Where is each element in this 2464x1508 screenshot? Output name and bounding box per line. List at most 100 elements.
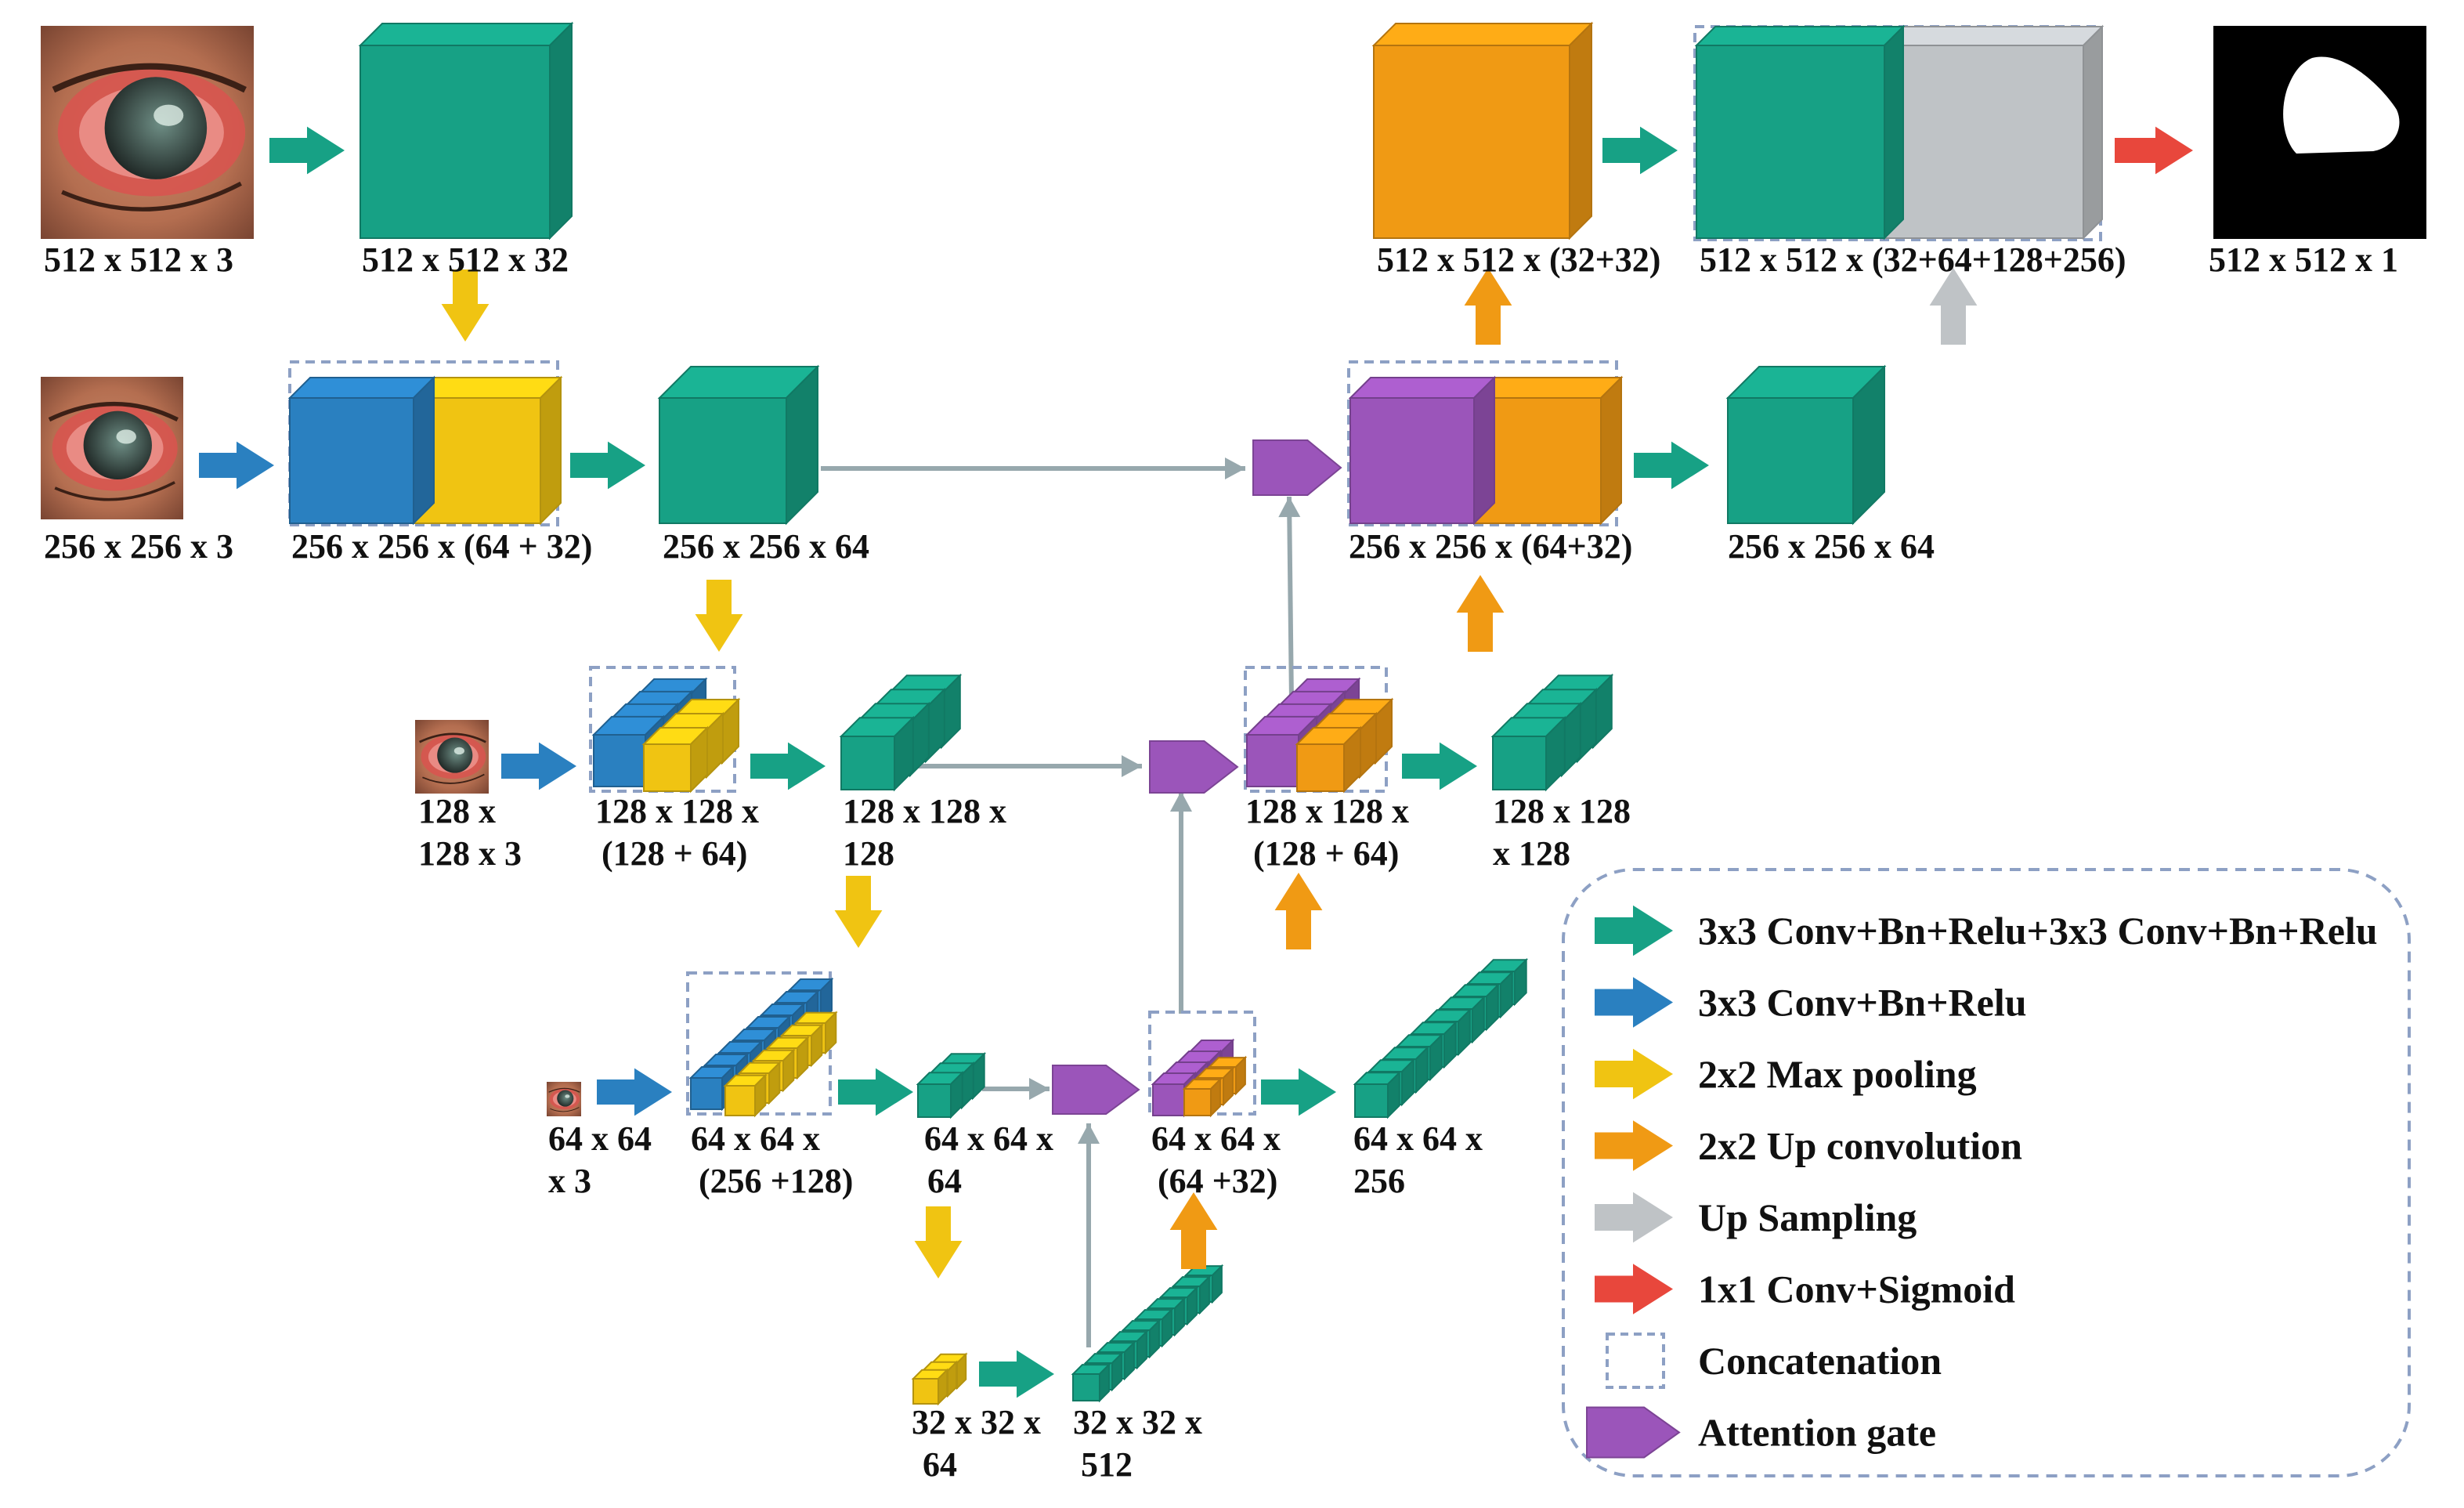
label-concat-64-line2: (256 +128)	[699, 1162, 853, 1200]
legend-row: 3x3 Conv+Bn+Relu+3x3 Conv+Bn+Relu	[1595, 905, 2378, 957]
decoder-256-out-block	[1725, 364, 1887, 526]
legend-row: Up Sampling	[1595, 1192, 1917, 1243]
concat-256-yellow-side	[540, 375, 562, 526]
attention-gate-64	[1052, 1065, 1140, 1115]
conv-arrow-256-a	[199, 441, 274, 490]
deep-supervision-gray-side	[2083, 24, 2103, 240]
operation-arrows	[199, 126, 2193, 1398]
conv-arrow-bottleneck	[979, 1350, 1054, 1398]
legend-border	[1562, 868, 2411, 1477]
encoder-64-block	[916, 1051, 987, 1119]
decoder-256-purple	[1348, 375, 1497, 526]
decoder-64-orange-unit	[1182, 1077, 1223, 1118]
encoder-256-block	[657, 364, 820, 526]
legend-row: Concatenation	[1606, 1333, 1942, 1389]
gate-signal-128-head	[1278, 497, 1301, 518]
decoder-256-orange-top	[1472, 377, 1624, 399]
concat-64-blue-unit-front	[690, 1077, 723, 1110]
label-encoder-128-line2: 128	[843, 834, 894, 873]
conv-arrow-64-a	[597, 1068, 672, 1116]
bottleneck-out-block-unit-front	[1072, 1373, 1100, 1401]
deep-supervision-teal-side	[1884, 24, 1904, 240]
decoder-128-out-block-unit-front	[1492, 736, 1547, 790]
legend: 3x3 Conv+Bn+Relu+3x3 Conv+Bn+Relu 3x3 Con…	[1562, 868, 2411, 1477]
conv-arrow-512	[269, 126, 345, 175]
bottleneck-out-block	[1071, 1264, 1224, 1403]
encoder-512-block-side	[549, 21, 573, 240]
decoder-256-orange	[1472, 375, 1624, 526]
red-arrow-icon	[1595, 1264, 1673, 1315]
conv-arrow-128-b	[750, 742, 826, 790]
legend-label: Attention gate	[1698, 1411, 1936, 1455]
decoder-64-purple-unit-front	[1152, 1083, 1185, 1116]
decoder-512-block-front	[1373, 45, 1570, 239]
label-output: 512 x 512 x 1	[2209, 240, 2398, 279]
encoder-512-block	[358, 21, 574, 240]
concat-128-blue-unit-front	[593, 734, 646, 787]
label-encoder-512: 512 x 512 x 32	[362, 240, 569, 279]
conv-arrow-64-b	[838, 1068, 913, 1116]
legend-label: 3x3 Conv+Bn+Relu	[1698, 981, 2027, 1025]
legend-label: 1x1 Conv+Sigmoid	[1698, 1268, 2015, 1311]
input-image-128	[415, 720, 489, 794]
label-deep-supervision-concat: 512 x 512 x (32+64+128+256)	[1700, 240, 2126, 279]
decoder-64-out-block	[1353, 957, 1529, 1119]
encoder-128-block-unit	[839, 715, 916, 792]
label-decoder-128-out-line2: x 128	[1493, 834, 1570, 873]
upconv-arrow-256	[1456, 575, 1505, 652]
conv-arrow-dec-128	[1402, 742, 1477, 790]
deep-supervision-gray	[1882, 24, 2105, 240]
concat-256-yellow	[411, 375, 563, 526]
concat-128-blue-unit	[591, 714, 666, 789]
gate-signal-bottleneck-head	[1078, 1123, 1100, 1144]
decoder-64-out-block-unit	[1353, 1070, 1402, 1119]
encoder-256-block-front	[659, 397, 787, 524]
label-decoder-64-line1: 64 x 64 x	[1151, 1119, 1281, 1158]
decoder-256-out-block-front	[1727, 397, 1854, 524]
decoder-256-purple-side	[1473, 375, 1495, 526]
decoder-64-out-block-unit-front	[1354, 1083, 1389, 1118]
legend-row: 2x2 Up convolution	[1595, 1120, 2022, 1171]
label-concat-128-line1: 128 x 128 x	[595, 792, 759, 830]
legend-row: 3x3 Conv+Bn+Relu	[1595, 977, 2027, 1028]
feature-maps	[287, 21, 2105, 1406]
deep-supervision-gray-front	[1884, 45, 2084, 239]
concat-128-yellow-unit	[641, 725, 710, 794]
concat-64-yellow	[723, 1011, 838, 1118]
decoder-128-orange	[1295, 697, 1394, 794]
deep-supervision-gray-top	[1882, 26, 2105, 46]
pool-arrow-512	[441, 269, 490, 342]
legend-label: 3x3 Conv+Bn+Relu+3x3 Conv+Bn+Relu	[1698, 909, 2378, 953]
conv-arrow-256-b	[570, 441, 645, 490]
decoder-512-block	[1371, 21, 1594, 240]
legend-label: Up Sampling	[1698, 1195, 1917, 1239]
decoder-128-orange-unit	[1295, 725, 1363, 794]
concat-256-blue-front	[289, 397, 414, 524]
input-image-256	[41, 377, 183, 519]
pool-arrow-128	[834, 876, 883, 948]
concat-256-yellow-top	[411, 377, 563, 399]
label-encoder-64-line1: 64 x 64 x	[924, 1119, 1053, 1158]
label-decoder-256: 256 x 256 x (64+32)	[1349, 527, 1632, 566]
segmentation-region	[2283, 56, 2400, 154]
pool-arrow-64	[914, 1206, 963, 1278]
encoder-512-block-front	[359, 45, 551, 239]
label-bottleneck-in-line1: 32 x 32 x	[912, 1403, 1041, 1441]
label-decoder-64-line2: (64 +32)	[1158, 1162, 1277, 1200]
encoder-128-block	[839, 673, 963, 792]
decoder-512-block-top	[1371, 23, 1594, 46]
label-decoder-128-line1: 128 x 128 x	[1245, 792, 1409, 830]
legend-row: Attention gate	[1586, 1406, 1936, 1459]
label-decoder-128-line2: (128 + 64)	[1253, 834, 1399, 873]
gray-arrow-icon	[1595, 1192, 1673, 1243]
skip-128-head	[1122, 755, 1142, 777]
label-decoder-256-out: 256 x 256 x 64	[1728, 527, 1935, 566]
encoder-64-block-unit-front	[917, 1083, 952, 1118]
label-input-512: 512 x 512 x 3	[44, 240, 233, 279]
decoder-512-block-side	[1569, 21, 1592, 240]
label-input-64-line1: 64 x 64	[548, 1119, 652, 1158]
upconv-arrow-512	[1464, 268, 1512, 345]
blue-arrow-icon	[1595, 977, 1673, 1028]
skip-64-head	[1029, 1078, 1050, 1100]
decoder-128-out-block-unit	[1490, 715, 1567, 792]
